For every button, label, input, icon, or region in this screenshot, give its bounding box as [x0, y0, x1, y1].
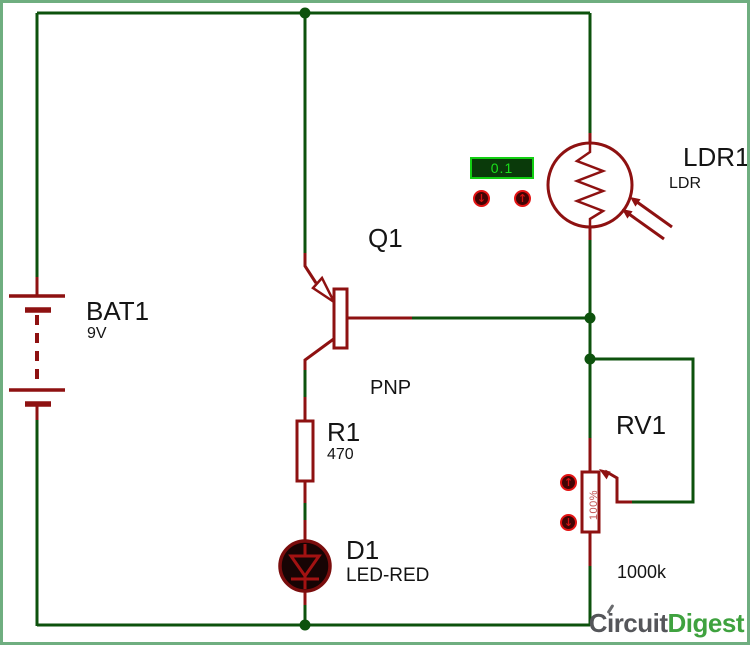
logo-text-primary: Circuit: [589, 604, 668, 638]
led-symbol: [278, 539, 332, 593]
potentiometer-body: [580, 470, 601, 534]
schematic-drawing: [9, 7, 695, 631]
transistor-symbol: [311, 275, 349, 350]
led-triangle: [288, 554, 322, 579]
wire-nets: [35, 11, 695, 627]
ldr-increase-button[interactable]: ↑: [514, 190, 531, 207]
ldr-zigzag: [573, 143, 607, 227]
potentiometer-wiper-arrowhead: [599, 469, 611, 480]
ldr1-value-label: LDR: [669, 175, 702, 192]
ldr-decrease-button[interactable]: ↓: [473, 190, 490, 207]
q1-ref-label: Q1: [368, 223, 403, 253]
rv1-ref-label: RV1: [616, 410, 667, 440]
battery-symbol: [9, 294, 65, 407]
bat1-value-label: 9V: [87, 325, 107, 342]
ldr-light-arrow-1: [636, 200, 673, 229]
q1-value-label: PNP: [370, 377, 412, 399]
down-arrow-icon: ↓: [563, 516, 574, 529]
junction-dot: [299, 7, 311, 19]
rv1-wiper-percent-label: 100%: [588, 489, 600, 521]
ldr-brightness-display: 0.1: [470, 157, 534, 179]
ldr-brightness-value: 0.1: [490, 160, 514, 176]
transistor-emitter-arrow: [311, 275, 338, 306]
ldr1-ref-label: LDR1: [683, 142, 750, 172]
q1-collector-lead: [303, 336, 336, 370]
r1-ref-label: R1: [327, 417, 361, 447]
logo-text-secondary: Digest: [667, 608, 745, 639]
ldr-symbol: [546, 141, 673, 241]
ldr-light-arrowhead-1: [630, 197, 641, 207]
rv1-value-label: 1000k: [617, 562, 667, 582]
d1-ref-label: D1: [346, 535, 380, 565]
junction-dot: [584, 312, 596, 324]
bat1-ref-label: BAT1: [86, 296, 150, 326]
resistor-symbol: [295, 419, 315, 483]
rv1-decrease-button[interactable]: ↓: [560, 514, 577, 531]
rv1-wiper-lead: [604, 469, 632, 504]
junction-dots: [299, 7, 596, 631]
d1-value-label: LED-RED: [346, 565, 430, 586]
resistor-body: [295, 419, 315, 483]
junction-dot: [584, 353, 596, 365]
wire-rv1-wiper-loop: [590, 357, 695, 504]
rv1-increase-button[interactable]: ↑: [560, 474, 577, 491]
ldr-light-arrow-2: [628, 212, 665, 241]
component-leads: [35, 133, 632, 605]
up-arrow-icon: ↑: [563, 476, 574, 489]
ldr-light-arrowhead-2: [622, 209, 633, 219]
down-arrow-icon: ↓: [476, 192, 487, 205]
transistor-base-bar: [332, 287, 349, 350]
q1-emitter-lead: [303, 253, 318, 284]
up-arrow-icon: ↑: [517, 192, 528, 205]
potentiometer-symbol: [580, 469, 611, 534]
junction-dot: [299, 619, 311, 631]
r1-value-label: 470: [327, 446, 354, 463]
